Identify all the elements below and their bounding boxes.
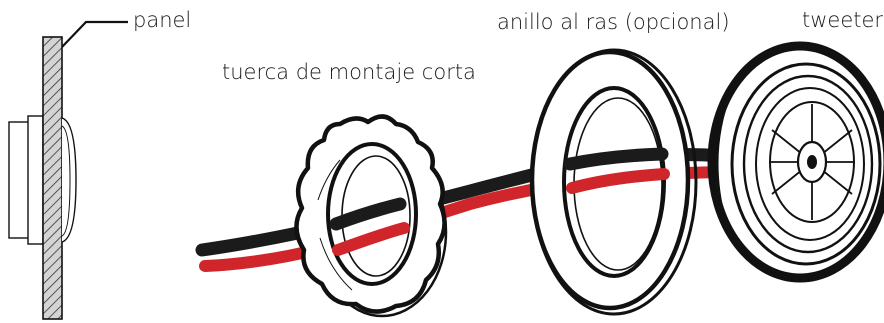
short-mounting-nut-label: tuerca de montaje corta bbox=[222, 60, 476, 84]
rear-flange bbox=[27, 115, 44, 245]
front-dome bbox=[61, 117, 77, 243]
panel-leader-line bbox=[61, 20, 128, 48]
panel-board bbox=[42, 36, 63, 320]
panel-section bbox=[8, 20, 128, 320]
panel-label: panel bbox=[133, 8, 192, 32]
tweeter bbox=[707, 41, 884, 283]
flush-ring-label: anillo al ras (opcional) bbox=[497, 10, 730, 34]
tweeter-label: tweeter bbox=[802, 8, 884, 32]
